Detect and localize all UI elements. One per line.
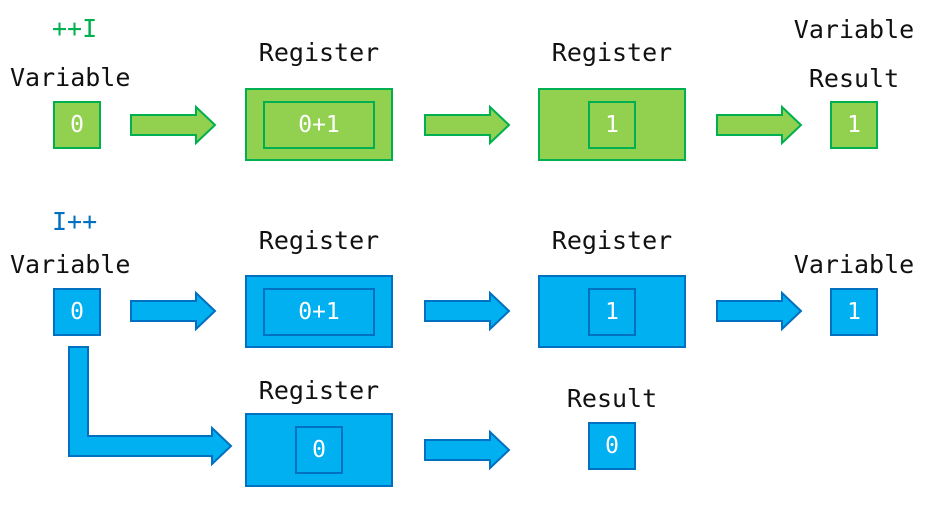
post-variable-out-box: 1 [830,288,878,336]
pre-result-box: 1 [830,101,878,149]
post-result-value: 0 [605,433,619,459]
pre-result-value: 1 [847,112,861,138]
post-register3-value: 0 [312,437,326,463]
pre-register1-label: Register [258,38,380,67]
pre-register1-inner: 0+1 [263,100,375,149]
post-register3-label: Register [258,376,380,405]
post-arrow-1 [130,290,217,332]
pre-arrow-1 [130,104,217,146]
post-arrow-3 [716,290,803,332]
post-variable-label: Variable [10,250,131,279]
pre-register1-value: 0+1 [298,111,340,138]
pre-variable-value: 0 [70,112,84,138]
post-increment-title: I++ [52,207,98,236]
post-register1-value: 0+1 [298,298,340,325]
pre-arrow-3 [716,104,803,146]
pre-variable-label: Variable [10,63,131,92]
post-result-label: Result [566,384,658,413]
post-register1-box: 0+1 [245,275,393,348]
pre-register2-inner: 1 [588,100,636,149]
post-result-box: 0 [588,422,636,470]
post-arrow-4 [424,429,511,471]
post-register1-inner: 0+1 [263,287,375,336]
post-arrow-copy [68,346,233,467]
post-arrow-2 [424,290,511,332]
post-variable-out-value: 1 [847,299,861,325]
pre-register2-box: 1 [538,88,686,161]
post-variable-out-label: Variable [793,250,915,279]
post-variable-value: 0 [70,299,84,325]
post-register2-label: Register [551,226,673,255]
post-register2-box: 1 [538,275,686,348]
post-register2-inner: 1 [588,287,636,336]
pre-variable-box: 0 [53,101,101,149]
post-register2-value: 1 [605,298,619,325]
post-register1-label: Register [258,226,380,255]
pre-increment-title: ++I [52,14,98,43]
pre-result-label-top: Variable [793,15,915,44]
pre-result-label-bottom: Result [808,64,900,93]
pre-register2-label: Register [551,38,673,67]
pre-arrow-2 [424,104,511,146]
post-register3-inner: 0 [295,426,343,474]
post-register3-box: 0 [245,413,393,487]
pre-register1-box: 0+1 [245,88,393,161]
pre-register2-value: 1 [605,111,619,138]
post-variable-box: 0 [53,288,101,336]
